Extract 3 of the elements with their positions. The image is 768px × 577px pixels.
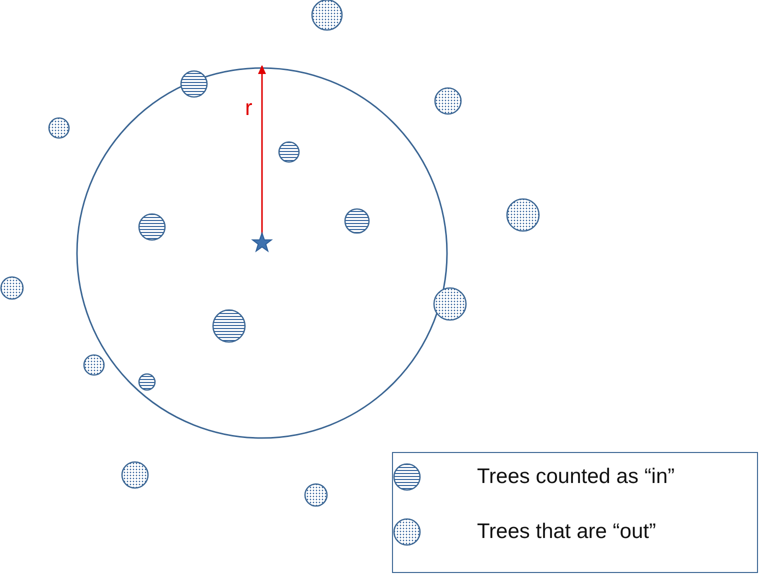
radius-label: r [245,96,252,120]
legend-text: Trees that are “out” [477,520,656,544]
legend-text: Trees counted as “in” [477,465,675,489]
